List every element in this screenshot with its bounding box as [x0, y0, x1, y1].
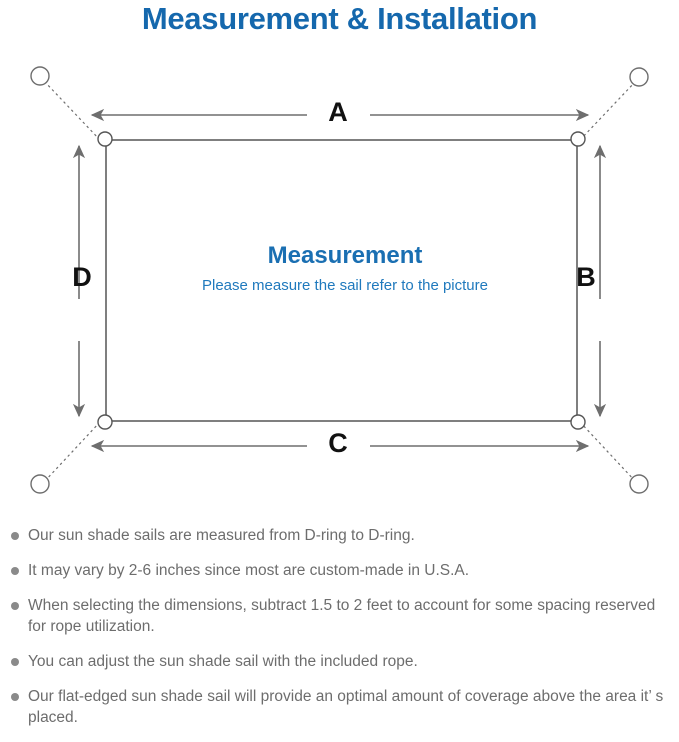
list-item: Our flat-edged sun shade sail will provi… [0, 686, 679, 728]
page-title: Measurement & Installation [141, 1, 538, 36]
measurement-diagram [30, 66, 649, 494]
bullet-icon [11, 532, 19, 540]
dimension-label-d: D [72, 262, 92, 292]
rope-lines [43, 80, 637, 483]
bullet-icon [11, 693, 19, 701]
anchor-point-top-right [629, 67, 649, 87]
notes-list: Our sun shade sails are measured from D-… [0, 525, 679, 742]
rope-line-bottom-right [579, 421, 637, 483]
list-item: Our sun shade sails are measured from D-… [0, 525, 679, 546]
note-text: When selecting the dimensions, subtract … [28, 597, 656, 635]
sail-center-subtext: Please measure the sail refer to the pic… [202, 277, 488, 294]
note-text: Our flat-edged sun shade sail will provi… [28, 688, 664, 726]
note-text: You can adjust the sun shade sail with t… [28, 653, 418, 670]
rope-line-bottom-left [43, 421, 101, 483]
sail-center-heading: Measurement [267, 242, 423, 269]
note-text: Our sun shade sails are measured from D-… [28, 527, 415, 544]
bullet-icon [11, 602, 19, 610]
sail-body [105, 139, 578, 422]
rope-line-top-right [579, 80, 637, 141]
list-item: It may vary by 2-6 inches since most are… [0, 560, 679, 581]
rope-line-top-left [43, 80, 101, 141]
d-ring-top-left [97, 131, 113, 147]
bullet-icon [11, 567, 19, 575]
anchor-point-bottom-right [629, 474, 649, 494]
dimension-label-c: C [328, 428, 348, 458]
list-item: You can adjust the sun shade sail with t… [0, 651, 679, 672]
anchor-point-top-left [30, 66, 50, 86]
d-rings [97, 131, 586, 430]
note-text: It may vary by 2-6 inches since most are… [28, 562, 470, 579]
dimension-label-a: A [328, 97, 348, 127]
bullet-icon [11, 658, 19, 666]
d-ring-bottom-left [97, 414, 113, 430]
list-item: When selecting the dimensions, subtract … [0, 595, 679, 637]
d-ring-bottom-right [570, 414, 586, 430]
dimension-label-b: B [576, 262, 596, 292]
anchor-point-bottom-left [30, 474, 50, 494]
d-ring-top-right [570, 131, 586, 147]
anchor-points [30, 66, 649, 494]
